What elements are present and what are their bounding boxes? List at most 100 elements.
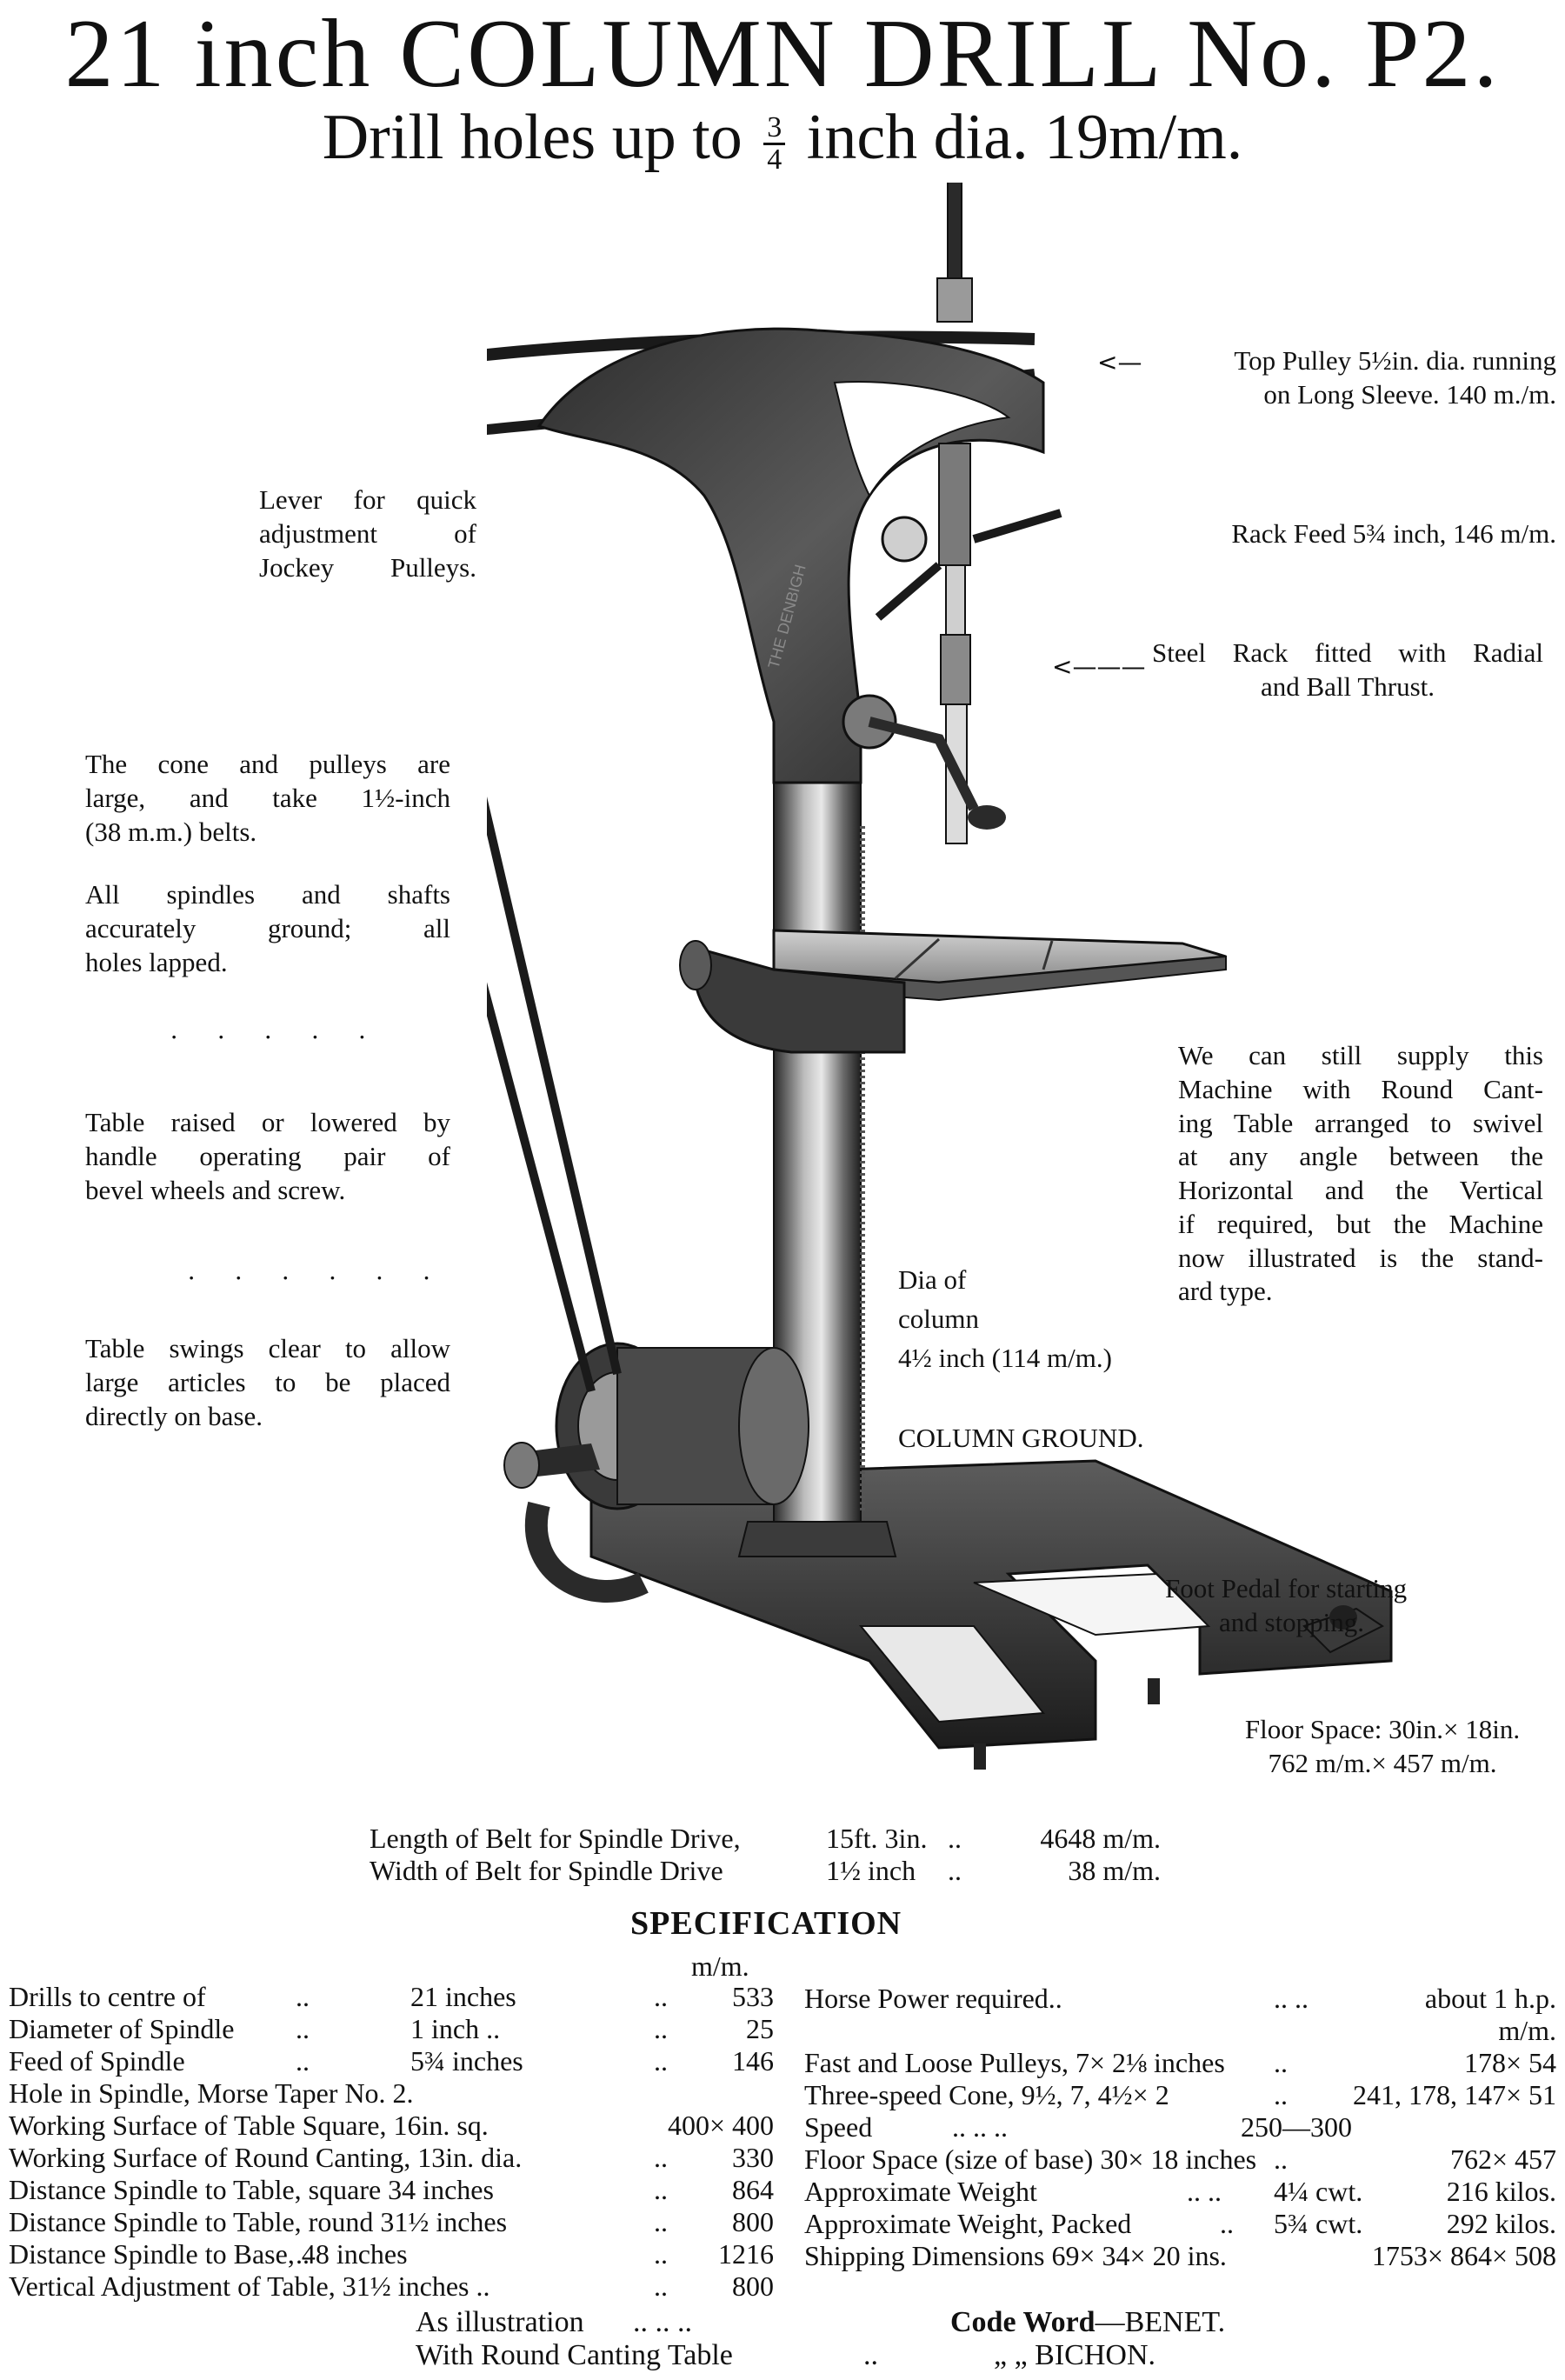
spec-label: Approximate Weight, Packed	[804, 2208, 1132, 2239]
note-column-ground: COLUMN GROUND.	[898, 1422, 1143, 1456]
spec-label: Distance Spindle to Base, 48 inches	[9, 2238, 408, 2270]
note-line: now illustrated is the stand-	[1178, 1242, 1543, 1273]
specification-heading: SPECIFICATION	[630, 1905, 902, 1942]
fraction-denominator: 4	[767, 143, 782, 176]
code-leader: .. .. ..	[633, 2306, 692, 2338]
spec-leader: ..	[654, 2206, 668, 2237]
specification-right-table: m/m.Horse Power required.... ..about 1 h…	[804, 1983, 1556, 2271]
note-line: Dia of	[898, 1264, 967, 1295]
spec-label: Distance Spindle to Table, square 34 inc…	[9, 2174, 494, 2205]
note-line: large articles to be placed	[85, 1366, 450, 1397]
note-line: COLUMN GROUND.	[898, 1423, 1144, 1453]
spec-metric: 250—300	[1241, 2111, 1352, 2143]
spec-metric: 330	[732, 2142, 774, 2173]
spec-metric: 216 kilos.	[1446, 2176, 1556, 2207]
drill-table	[679, 929, 1227, 1054]
note-line: We can still supply this	[1178, 1040, 1543, 1070]
belt-imperial: 15ft. 3in.	[826, 1823, 928, 1854]
spec-metric: 800	[732, 2270, 774, 2302]
spec-unit-right: m/m.	[1498, 2015, 1556, 2046]
note-line: ard type.	[1178, 1276, 1273, 1307]
note-steel-rack: Steel Rack fitted with Radial and Ball T…	[1152, 637, 1543, 704]
spec-metric: about 1 h.p.	[1424, 1983, 1556, 2014]
spec-label: Vertical Adjustment of Table, 31½ inches…	[9, 2270, 490, 2302]
note-line: at any angle between the	[1178, 1141, 1543, 1172]
note-line: handle operating pair of	[85, 1140, 450, 1171]
code-leader: ..	[863, 2339, 878, 2371]
spec-imperial: 21 inches	[410, 1981, 516, 2012]
spec-metric: 146	[732, 2045, 774, 2077]
subtitle-before: Drill holes up to	[322, 102, 759, 173]
spec-metric: 1753× 864× 508	[1371, 2240, 1556, 2271]
note-line: if required, but the Machine	[1178, 1208, 1543, 1239]
note-line: The cone and pulleys are	[85, 749, 450, 779]
spec-imperial: 5¾ cwt.	[1274, 2208, 1363, 2239]
code-word-label: Code Word	[950, 2306, 1096, 2338]
note-line: 762 m/m.× 457 m/m.	[1268, 1747, 1497, 1778]
spec-leader: ..	[654, 2270, 668, 2302]
spec-leader: ..	[654, 2013, 668, 2044]
note-table-swings: Table swings clear to allow large articl…	[85, 1332, 450, 1433]
spec-metric: 25	[746, 2013, 774, 2044]
fraction-numerator: 3	[763, 112, 786, 145]
spec-label: Working Surface of Round Canting, 13in. …	[9, 2142, 523, 2173]
note-line: Jockey Pulleys.	[259, 551, 476, 583]
belt-label: Length of Belt for Spindle Drive,	[370, 1823, 741, 1854]
note-line: column	[898, 1303, 979, 1334]
spec-unit-left: m/m.	[691, 1950, 749, 1982]
note-top-pulley: Top Pulley 5½in. dia. running on Long Sl…	[1148, 344, 1556, 412]
column-drill-illustration: THE DENBIGH	[487, 183, 1393, 1770]
spec-metric: 864	[732, 2174, 774, 2205]
arrow-top-pulley: <—	[1097, 348, 1142, 377]
note-column: Dia of column 4½ inch (114 m/m.)	[898, 1261, 1112, 1378]
spec-metric: 533	[732, 1981, 774, 2012]
spec-label: Feed of Spindle	[9, 2045, 185, 2077]
spec-leader: .. ..	[1274, 1983, 1309, 2014]
belt-sep: ..	[948, 1855, 962, 1886]
spec-metric: 400× 400	[667, 2110, 774, 2141]
spec-imperial: 1 inch ..	[410, 2013, 501, 2044]
foot-pedal	[1302, 1605, 1384, 1654]
spec-label: Speed	[804, 2111, 873, 2143]
note-rack-feed: Rack Feed 5¾ inch, 146 m/m.	[1148, 517, 1556, 551]
belt-metric: 4648 m/m.	[1040, 1823, 1161, 1854]
note-line: Table raised or lowered by	[85, 1107, 450, 1137]
note-line: Rack Feed 5¾ inch, 146 m/m.	[1231, 518, 1556, 549]
belt-label: Width of Belt for Spindle Drive	[370, 1855, 723, 1886]
spec-leader: ..	[296, 2238, 310, 2270]
spec-leader: ..	[296, 2045, 310, 2077]
arrow-steel-rack: <———	[1052, 652, 1146, 681]
spec-leader: ..	[654, 2142, 668, 2173]
note-line: Machine with Round Cant-	[1178, 1073, 1543, 1104]
code-word-value: —BENET.	[1095, 2306, 1226, 2338]
spec-metric: 292 kilos.	[1446, 2208, 1556, 2239]
spec-label: Drills to centre of	[9, 1981, 206, 2012]
spec-leader: ..	[654, 2045, 668, 2077]
spec-leader: ..	[1274, 2047, 1288, 2078]
belt-metric: 38 m/m.	[1068, 1855, 1161, 1886]
spec-label: Shipping Dimensions 69× 34× 20 ins.	[804, 2240, 1227, 2271]
code-label: As illustration	[416, 2306, 584, 2338]
divider-dots-1: · · · · ·	[170, 1022, 383, 1052]
spec-metric: 1216	[718, 2238, 774, 2270]
spindle-head	[875, 183, 1062, 844]
note-line: Floor Space: 30in.× 18in.	[1244, 1714, 1521, 1744]
note-line: ing Table arranged to swivel	[1178, 1107, 1543, 1138]
note-line: Lever for quick	[259, 484, 476, 515]
note-line: accurately ground; all	[85, 912, 450, 943]
spec-label: Working Surface of Table Square, 16in. s…	[9, 2110, 489, 2141]
spec-label: Fast and Loose Pulleys, 7× 2⅛ inches	[804, 2047, 1225, 2078]
note-line: Top Pulley 5½in. dia. running	[1234, 345, 1556, 376]
divider-dots-2: · · · · · ·	[187, 1263, 447, 1293]
table-handle	[842, 694, 1006, 830]
note-line: and Ball Thrust.	[1260, 670, 1435, 702]
code-label: With Round Canting Table	[416, 2339, 733, 2371]
note-cone: The cone and pulleys are large, and take…	[85, 748, 450, 849]
note-line: All spindles and shafts	[85, 879, 450, 910]
spec-metric: 762× 457	[1449, 2143, 1556, 2175]
spec-metric: 800	[732, 2206, 774, 2237]
